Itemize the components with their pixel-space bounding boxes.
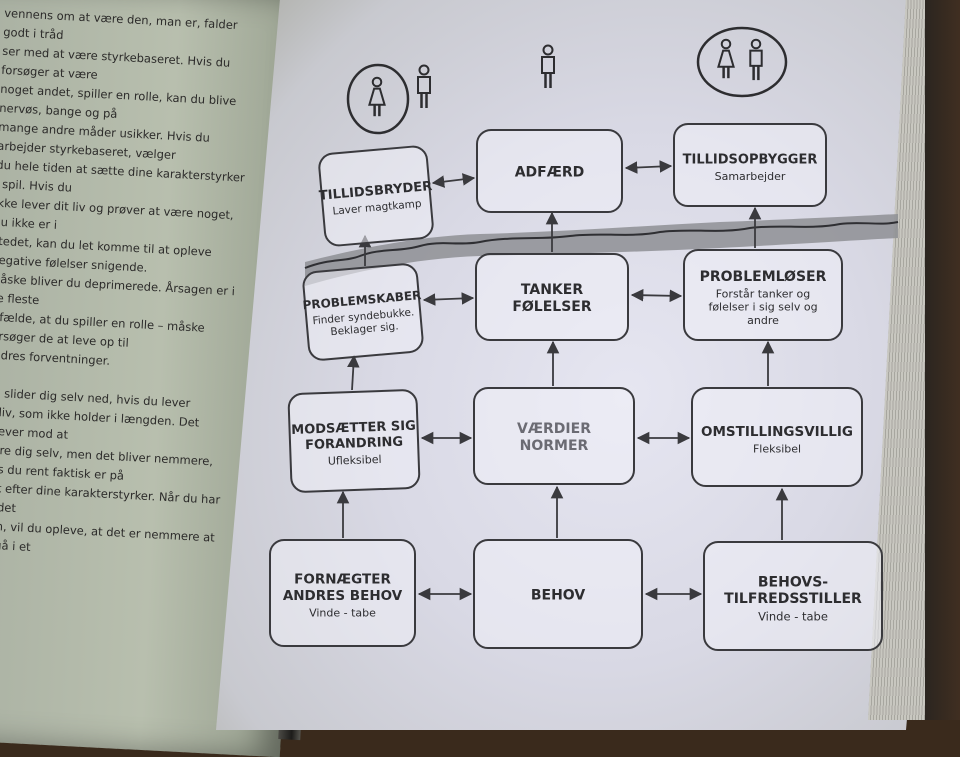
box-subtitle: følelser i sig selv og [708, 301, 817, 314]
box-title: BEHOV [531, 588, 585, 604]
box-omstillingsvillig: OMSTILLINGSVILLIG Fleksibel [691, 387, 863, 487]
woman-figure [717, 38, 735, 79]
box-frame [691, 387, 863, 487]
woman-figure [368, 76, 386, 117]
person-icon [541, 44, 555, 88]
box-frame [683, 249, 843, 341]
box-title: MODSÆTTER SIG [291, 419, 416, 438]
box-title: TANKER [521, 282, 583, 298]
box-frame [473, 387, 635, 485]
box-subtitle: Vinde - tabe [758, 609, 828, 623]
box-title: FORNÆGTER [294, 572, 391, 588]
man-figure [417, 64, 431, 108]
box-title: OMSTILLINGSVILLIG [701, 424, 853, 440]
box-subtitle: Ufleksibel [328, 453, 382, 468]
connectors [336, 160, 789, 601]
box-behov: BEHOV [473, 539, 643, 649]
man-icon [417, 64, 431, 108]
double-arrow [422, 292, 475, 306]
box-frame [302, 263, 424, 361]
box-subtitle: Samarbejder [715, 170, 786, 183]
box-title: FORANDRING [305, 435, 404, 453]
box-frame [476, 129, 623, 213]
man-figure [541, 44, 555, 88]
box-title: BEHOVS- [758, 574, 828, 590]
box-title: PROBLEMLØSER [700, 269, 827, 285]
box-title: ADFÆRD [515, 165, 585, 181]
box-subtitle: andre [747, 314, 779, 327]
box-title: VÆRDIER [517, 421, 591, 437]
box-title: ANDRES BEHOV [283, 588, 403, 604]
woman-man-circle-icon [696, 26, 788, 98]
box-frame [475, 253, 629, 341]
box-frame [318, 145, 434, 247]
box-adfaerd: ADFÆRD [476, 129, 623, 213]
box-behovstilfredsstiller: BEHOVS-TILFREDSSTILLER Vinde - tabe [703, 541, 883, 651]
box-title: TILLIDSOPBYGGER [683, 153, 818, 168]
box-title: FØLELSER [512, 299, 592, 315]
woman-man-circle-icon [346, 63, 410, 135]
water-band [305, 214, 898, 286]
box-subtitle: Forstår tanker og [716, 288, 811, 301]
box-title: TILFREDSSTILLER [724, 591, 862, 607]
box-frame [703, 541, 883, 651]
box-title: NORMER [520, 438, 589, 454]
double-arrow [624, 160, 673, 174]
book-cover-edge [925, 0, 960, 720]
box-frame [473, 539, 643, 649]
box-tillidsopbygger: TILLIDSOPBYGGER Samarbejder [673, 123, 827, 207]
up-arrow [347, 354, 360, 391]
double-arrow [630, 288, 683, 303]
water-line [304, 221, 899, 269]
box-subtitle: Vinde - tabe [309, 606, 376, 619]
box-subtitle: Beklager sig. [330, 320, 399, 338]
double-arrow [431, 173, 476, 188]
box-subtitle: Fleksibel [753, 442, 801, 455]
box-frame [287, 389, 421, 493]
man-figure [749, 38, 763, 81]
box-frame [673, 123, 827, 207]
box-frame [269, 539, 416, 647]
